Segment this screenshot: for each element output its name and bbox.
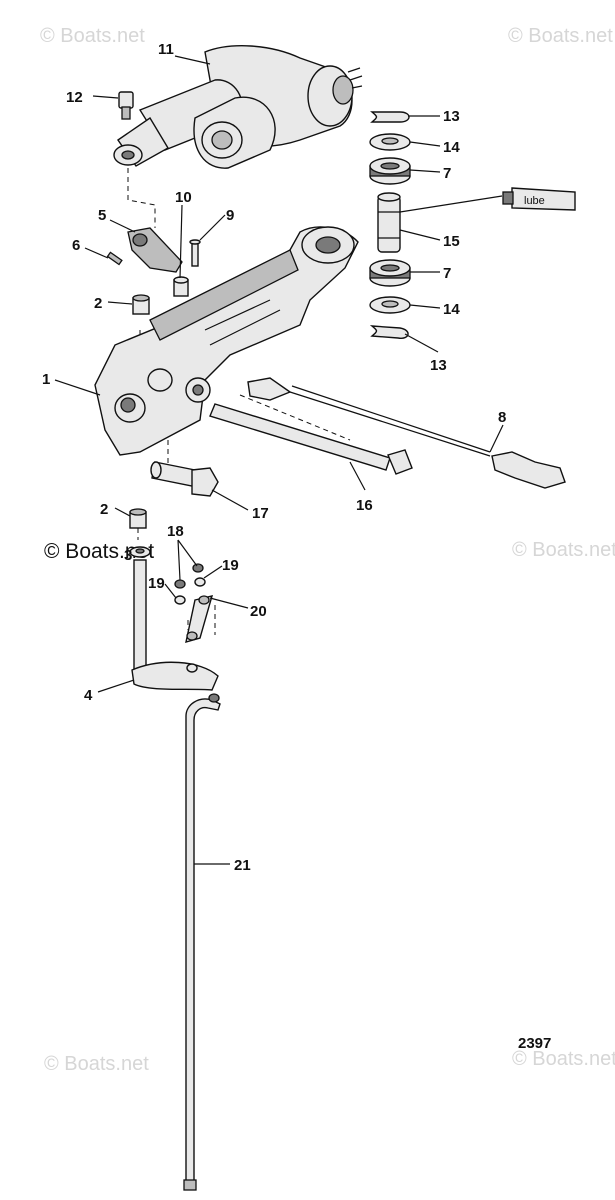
part-16-bolt — [209, 403, 413, 475]
callout-21: 21 — [234, 857, 251, 874]
callout-2: 2 — [100, 501, 108, 518]
leader-line — [164, 583, 177, 599]
leader-line — [199, 214, 226, 241]
callout-7: 7 — [443, 265, 451, 282]
part-14-washer — [369, 296, 411, 314]
part-8-harness — [247, 377, 566, 489]
callout-19: 19 — [148, 575, 165, 592]
callout-11: 11 — [158, 41, 174, 58]
lube-tube-icon: lube — [502, 187, 576, 211]
part-11-actuator — [113, 45, 363, 169]
leader-line — [211, 489, 249, 511]
callout-5: 5 — [98, 207, 106, 224]
part-9-pin — [189, 239, 201, 267]
leader-line — [179, 204, 183, 279]
watermark: © Boats.net — [40, 25, 145, 47]
leader-line — [399, 229, 441, 241]
part-2-bushing — [132, 294, 150, 315]
callout-4: 4 — [84, 687, 93, 704]
callout-17: 17 — [252, 505, 269, 522]
part-12-fitting — [118, 91, 134, 120]
callout-1: 1 — [42, 371, 50, 388]
part-20-link — [185, 595, 214, 643]
alignment-line — [239, 394, 351, 441]
leader-line — [54, 379, 101, 396]
part-1-steering-bracket — [94, 226, 359, 456]
callout-8: 8 — [498, 409, 506, 426]
leader-line — [97, 679, 135, 693]
leader-line — [409, 169, 441, 173]
callout-14: 14 — [443, 139, 460, 156]
part-13-cotter-pin — [370, 111, 410, 123]
callout-2: 2 — [94, 295, 102, 312]
lube-label: lube — [524, 195, 545, 207]
leader-line — [399, 195, 503, 213]
leader-line — [174, 55, 211, 65]
callout-14: 14 — [443, 301, 460, 318]
alignment-line — [127, 168, 156, 228]
part-7-bushing — [369, 259, 411, 287]
part-15-pin — [377, 192, 401, 253]
watermark: © Boats.net — [44, 1053, 149, 1075]
callout-10: 10 — [175, 189, 192, 206]
callout-18: 18 — [167, 523, 184, 540]
part-4-shaft-plate — [131, 559, 219, 691]
part-14-washer — [369, 133, 411, 151]
leader-line — [203, 565, 223, 579]
callout-3: 3 — [124, 547, 132, 564]
part-13-cotter-pin — [369, 325, 409, 339]
part-3-seal — [129, 546, 151, 558]
part-17-bolt — [150, 461, 219, 497]
leader-line — [404, 333, 439, 353]
part-2-bushing — [129, 508, 147, 529]
part-10-bushing — [173, 276, 189, 297]
watermark: © Boats.net — [512, 1048, 615, 1070]
leader-line — [92, 95, 119, 99]
part-6-pin — [106, 251, 123, 266]
leader-line — [409, 304, 441, 309]
figure-number: 2397 — [518, 1035, 551, 1052]
part-7-bushing — [369, 157, 411, 185]
callout-9: 9 — [226, 207, 234, 224]
part-21-rod — [183, 693, 221, 1191]
watermark: © Boats.net — [508, 25, 613, 47]
callout-6: 6 — [72, 237, 80, 254]
leader-line — [109, 219, 136, 233]
leader-line — [114, 507, 131, 517]
callout-19: 19 — [222, 557, 239, 574]
callout-16: 16 — [356, 497, 373, 514]
part-5-link — [127, 227, 183, 273]
callout-7: 7 — [443, 165, 451, 182]
watermark: © Boats.net — [44, 540, 154, 563]
leader-line — [349, 461, 366, 491]
callout-13: 13 — [443, 108, 460, 125]
callout-12: 12 — [66, 89, 83, 106]
callout-15: 15 — [443, 233, 460, 250]
callout-13: 13 — [430, 357, 447, 374]
callout-20: 20 — [250, 603, 267, 620]
leader-line — [409, 141, 441, 147]
leader-line — [177, 539, 198, 581]
watermark: © Boats.net — [512, 539, 615, 561]
leader-line — [107, 301, 133, 305]
leader-line — [489, 424, 504, 453]
part-19-washer — [174, 577, 206, 605]
leader-line — [209, 597, 249, 609]
leader-line — [84, 247, 109, 259]
